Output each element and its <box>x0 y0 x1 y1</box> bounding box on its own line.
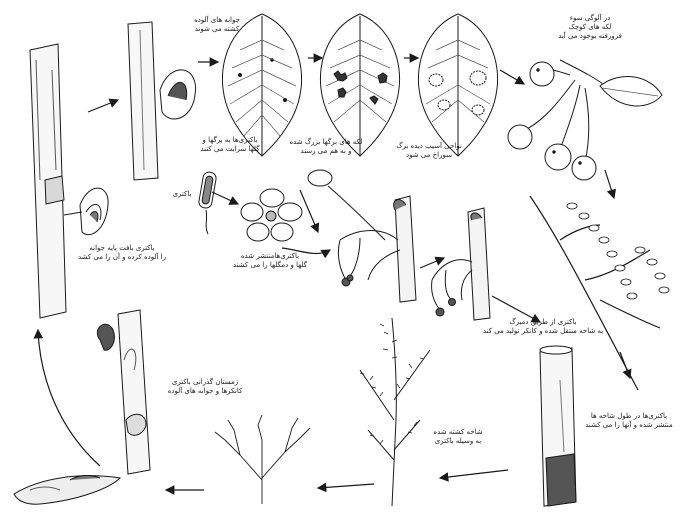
bacterium <box>198 171 217 234</box>
infected-cherries <box>508 60 662 180</box>
blossom <box>241 189 302 241</box>
leaf-shot-holes <box>418 14 497 156</box>
label-bacterium: باکتری <box>162 190 202 199</box>
blighted-spur <box>308 170 416 302</box>
fallen-twig <box>14 476 120 505</box>
leaf-enlarged-spots <box>320 14 399 156</box>
leaf-early-spots <box>222 14 301 156</box>
canker-spur <box>432 208 490 320</box>
bare-bush <box>215 415 310 504</box>
infected-bud-twig <box>30 44 108 318</box>
branch-section <box>540 346 576 506</box>
killed-shoot <box>360 318 430 506</box>
killed-bud-twig <box>128 22 196 180</box>
overwintering-twig <box>97 310 150 474</box>
